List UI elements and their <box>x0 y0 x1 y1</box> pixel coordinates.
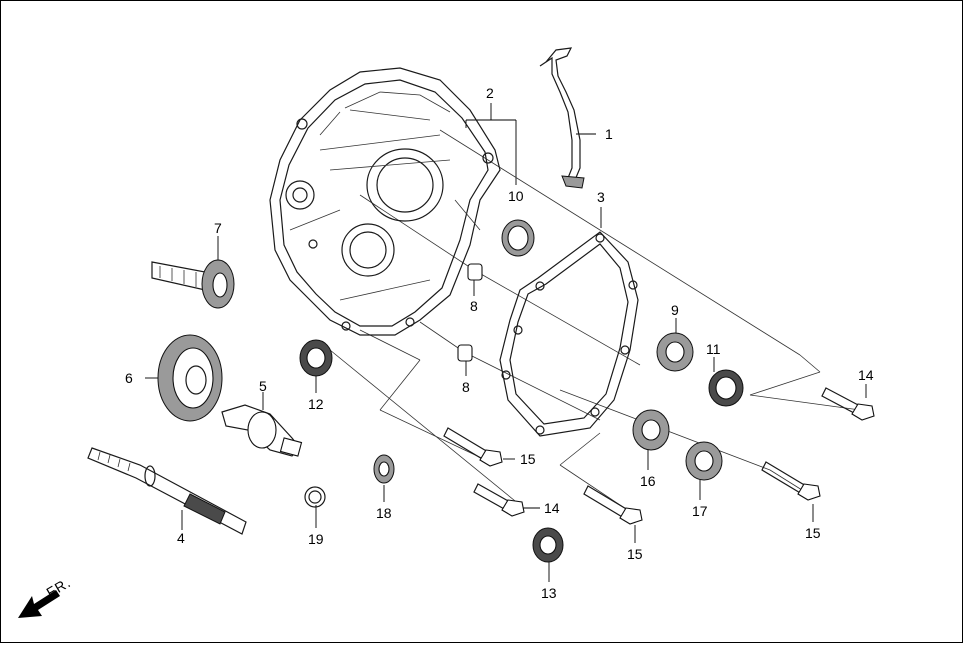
breather-tube-part <box>539 47 585 189</box>
callout-14-lower: 14 <box>544 500 560 516</box>
dowel-pin-lower-part <box>457 344 473 362</box>
bearing-12-part <box>299 339 333 377</box>
bolt-15-right-part <box>761 461 821 501</box>
bolt-14-lower-part <box>473 483 525 517</box>
bolt-14-right-part <box>821 387 875 421</box>
callout-15-right: 15 <box>805 525 821 541</box>
callout-2: 2 <box>486 85 494 101</box>
callout-5: 5 <box>259 378 267 394</box>
bearing-16-part <box>632 409 670 451</box>
callout-9: 9 <box>671 302 679 318</box>
callout-16: 16 <box>640 473 656 489</box>
callout-8-upper: 8 <box>470 298 478 314</box>
callout-17: 17 <box>692 503 708 519</box>
oil-seal-10-part <box>501 219 535 257</box>
dowel-pin-upper-part <box>467 263 483 281</box>
front-arrow-icon <box>18 590 60 618</box>
callout-10: 10 <box>508 188 524 204</box>
callout-labels: 1 2 3 4 5 6 7 8 8 9 10 11 12 13 14 14 15… <box>125 85 874 601</box>
front-direction-indicator: FR. <box>18 574 74 618</box>
callout-19: 19 <box>308 531 324 547</box>
countershaft-7-part <box>151 259 235 309</box>
callout-18: 18 <box>376 505 392 521</box>
callout-6: 6 <box>125 370 133 386</box>
callout-13: 13 <box>541 585 557 601</box>
callout-8-lower: 8 <box>462 379 470 395</box>
bearing-18-part <box>373 454 395 484</box>
bolt-15-center-part <box>443 427 503 467</box>
oil-seal-11-part <box>708 369 744 407</box>
shaft-5-part <box>221 404 303 457</box>
callout-15-lower: 15 <box>627 546 643 562</box>
washer-19-part <box>304 486 326 508</box>
callout-12: 12 <box>308 396 324 412</box>
callout-1: 1 <box>605 126 613 142</box>
callout-14-right: 14 <box>858 367 874 383</box>
bearing-13-part <box>532 527 564 563</box>
bearing-9-part <box>656 332 694 372</box>
callout-15-center: 15 <box>520 451 536 467</box>
callout-7: 7 <box>214 220 222 236</box>
bolt-15-lower-part <box>583 485 643 525</box>
bearing-17-part <box>685 441 723 481</box>
gasket-part <box>499 231 639 437</box>
callout-3: 3 <box>597 189 605 205</box>
crankcase-cover-part <box>269 67 501 336</box>
callout-4: 4 <box>177 530 185 546</box>
drive-shaft-4-part <box>87 447 247 535</box>
gear-6-part <box>157 334 223 422</box>
callout-11: 11 <box>706 341 721 357</box>
